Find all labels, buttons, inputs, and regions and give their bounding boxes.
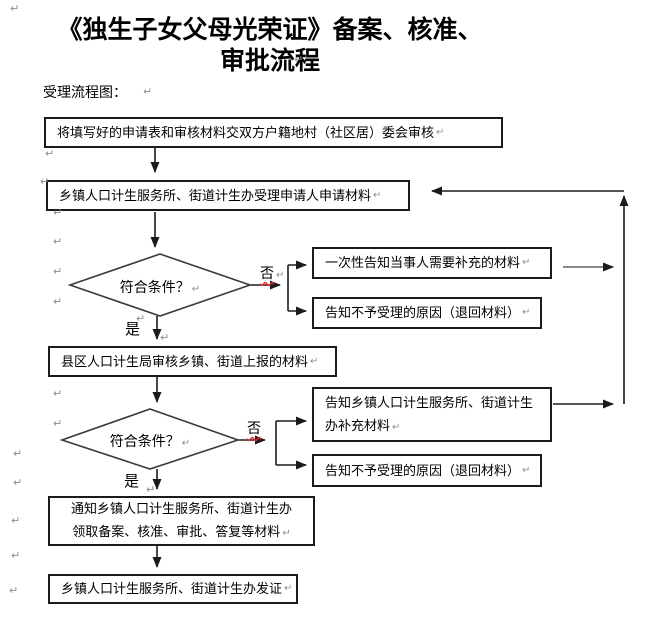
step-notify-collect-box: 通知乡镇人口计生服务所、街道计生办 领取备案、核准、审批、答复等材料↵ <box>48 496 315 546</box>
paragraph-mark: ↵ <box>181 438 191 449</box>
step-village-review-box: 将填写好的申请表和审核材料交双方户籍地村（社区居）委会审核 ↵ <box>44 117 503 148</box>
step-village-review-label: 将填写好的申请表和审核材料交双方户籍地村（社区居）委会审核 <box>57 124 435 140</box>
paragraph-mark: ↵ <box>53 265 63 278</box>
paragraph-mark: ↵ <box>146 483 156 496</box>
paragraph-mark: ↵ <box>282 528 291 539</box>
paragraph-mark: ↵ <box>284 583 293 594</box>
paragraph-mark: ↵ <box>10 2 20 15</box>
paragraph-mark: ↵ <box>392 421 401 433</box>
paragraph-mark: ↵ <box>53 387 63 400</box>
branch-reject-reason1-label: 告知不予受理的原因（退回材料） <box>325 305 521 320</box>
branch-notify-township-supplement-box: 告知乡镇人口计生服务所、街道计生 办补充材料↵ <box>312 387 552 442</box>
branch-notify-township-line1: 告知乡镇人口计生服务所、街道计生 <box>325 394 534 410</box>
branch-notify-supplement-box: 一次性告知当事人需要补充的材料 ↵ <box>312 247 552 279</box>
document-title-line1: 《独生子女父母光荣证》备案、核准、 <box>57 16 483 44</box>
paragraph-mark: ↵ <box>143 85 153 98</box>
step-issue-certificate-label: 乡镇人口计生服务所、街道计生办发证 <box>61 581 283 596</box>
decision1-label: 符合条件？↵ <box>119 279 201 295</box>
branch-notify-township-line2: 办补充材料 <box>325 417 391 433</box>
flowchart-caption: 受理流程图： <box>43 84 127 100</box>
decision2-yes-label: 是 <box>124 473 140 490</box>
paragraph-mark: ↵ <box>53 417 63 430</box>
paragraph-mark: ↵ <box>9 584 19 597</box>
step-county-review-label: 县区人口计生局审核乡镇、街道上报的材料 <box>61 353 309 369</box>
paragraph-mark: ↵ <box>13 476 23 489</box>
step-county-review-box: 县区人口计生局审核乡镇、街道上报的材料 ↵ <box>48 346 337 377</box>
branch-reject-reason2-label: 告知不予受理的原因（退回材料） <box>325 462 521 478</box>
branch-notify-supplement-label: 一次性告知当事人需要补充的材料 <box>325 255 521 270</box>
paragraph-mark: ↵ <box>45 147 55 160</box>
step-notify-collect-line1: 通知乡镇人口计生服务所、街道计生办 <box>70 501 292 516</box>
paragraph-mark: ↵ <box>522 257 531 268</box>
paragraph-mark: ↵ <box>191 284 201 295</box>
paragraph-mark: ↵ <box>522 464 531 476</box>
document-title-line2: 审批流程 <box>219 47 320 75</box>
paragraph-mark: ↵ <box>13 447 23 460</box>
paragraph-mark: ↵ <box>276 270 285 281</box>
paragraph-mark: ↵ <box>436 126 445 138</box>
paragraph-mark: ↵ <box>522 307 531 318</box>
paragraph-mark: ↵ <box>294 53 304 66</box>
decision2-label: 符合条件？↵ <box>109 433 191 449</box>
paragraph-mark: ↵ <box>40 175 50 188</box>
step-township-accept-box: 乡镇人口计生服务所、街道计生办受理申请人申请材料 ↵ <box>46 180 410 211</box>
paragraph-mark: ↵ <box>11 549 21 562</box>
document-title: 《独生子女父母光荣证》备案、核准、 审批流程 <box>0 15 540 77</box>
paragraph-mark: ↵ <box>53 295 63 308</box>
paragraph-mark: ↵ <box>11 514 21 527</box>
paragraph-mark: ↵ <box>53 206 63 219</box>
paragraph-mark: ↵ <box>53 235 63 248</box>
paragraph-mark: ↵ <box>160 331 170 344</box>
branch-reject-reason2-box: 告知不予受理的原因（退回材料） ↵ <box>312 454 542 487</box>
step-township-accept-label: 乡镇人口计生服务所、街道计生办受理申请人申请材料 <box>59 187 372 203</box>
decision1-yes-label: 是 <box>125 321 141 338</box>
decision1-diamond <box>67 253 253 317</box>
paragraph-mark: ↵ <box>310 355 319 367</box>
decision2-diamond <box>59 408 241 470</box>
step-issue-certificate-box: 乡镇人口计生服务所、街道计生办发证 ↵ <box>48 574 298 604</box>
step-notify-collect-line2: 领取备案、核准、审批、答复等材料 <box>72 524 281 539</box>
decision1-no-label: 否↵ <box>260 265 285 281</box>
paragraph-mark: ↵ <box>373 189 382 201</box>
decision2-no-label: 否 <box>247 420 261 436</box>
paragraph-mark: ↵ <box>136 312 146 325</box>
branch-reject-reason1-box: 告知不予受理的原因（退回材料） ↵ <box>312 297 542 329</box>
